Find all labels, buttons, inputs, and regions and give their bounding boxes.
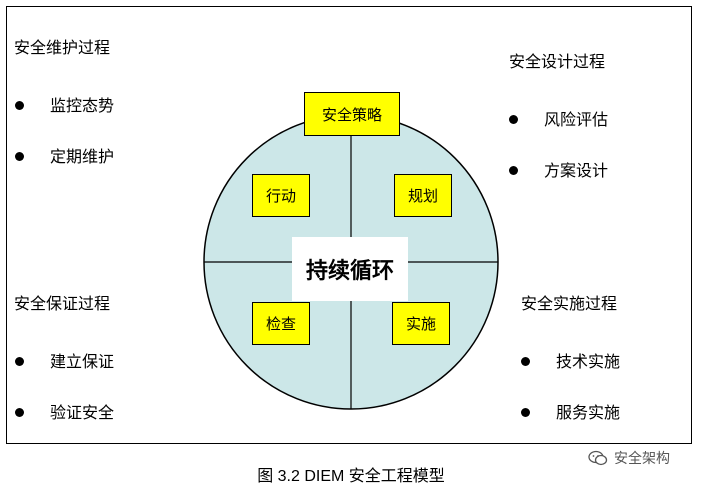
maintenance-item-label: 监控态势 — [50, 96, 115, 115]
watermark-text: 安全架构 — [614, 451, 670, 467]
design-item-label: 方案设计 — [544, 161, 609, 180]
maintenance-item-label: 定期维护 — [50, 147, 115, 166]
assurance-process-title: 安全保证过程 — [14, 294, 111, 313]
strategy-box: 安全策略 — [304, 92, 400, 136]
design-process-title: 安全设计过程 — [509, 52, 606, 71]
assurance-item-label: 建立保证 — [50, 352, 115, 371]
wechat-icon — [588, 450, 608, 466]
bullet-icon — [509, 166, 518, 175]
watermark: 安全架构 — [588, 446, 670, 470]
assurance-item-label: 验证安全 — [50, 403, 115, 422]
figure-caption: 图 3.2 DIEM 安全工程模型 — [257, 468, 445, 485]
bullet-icon — [521, 357, 530, 366]
quadrant-box-check: 检查 — [252, 302, 310, 345]
center-label: 持续循环 — [292, 237, 408, 301]
quadrant-box-implement: 实施 — [392, 302, 450, 345]
bullet-icon — [15, 101, 24, 110]
quadrant-box-planning: 规划 — [394, 174, 452, 217]
bullet-icon — [15, 357, 24, 366]
maintenance-process-title: 安全维护过程 — [14, 38, 111, 57]
bullet-icon — [15, 408, 24, 417]
implementation-process-title: 安全实施过程 — [521, 294, 618, 313]
quadrant-box-action: 行动 — [252, 174, 310, 217]
bullet-icon — [521, 408, 530, 417]
bullet-icon — [509, 115, 518, 124]
design-item-label: 风险评估 — [544, 110, 609, 129]
implementation-item-label: 技术实施 — [556, 352, 621, 371]
bullet-icon — [15, 152, 24, 161]
implementation-item-label: 服务实施 — [556, 403, 621, 422]
